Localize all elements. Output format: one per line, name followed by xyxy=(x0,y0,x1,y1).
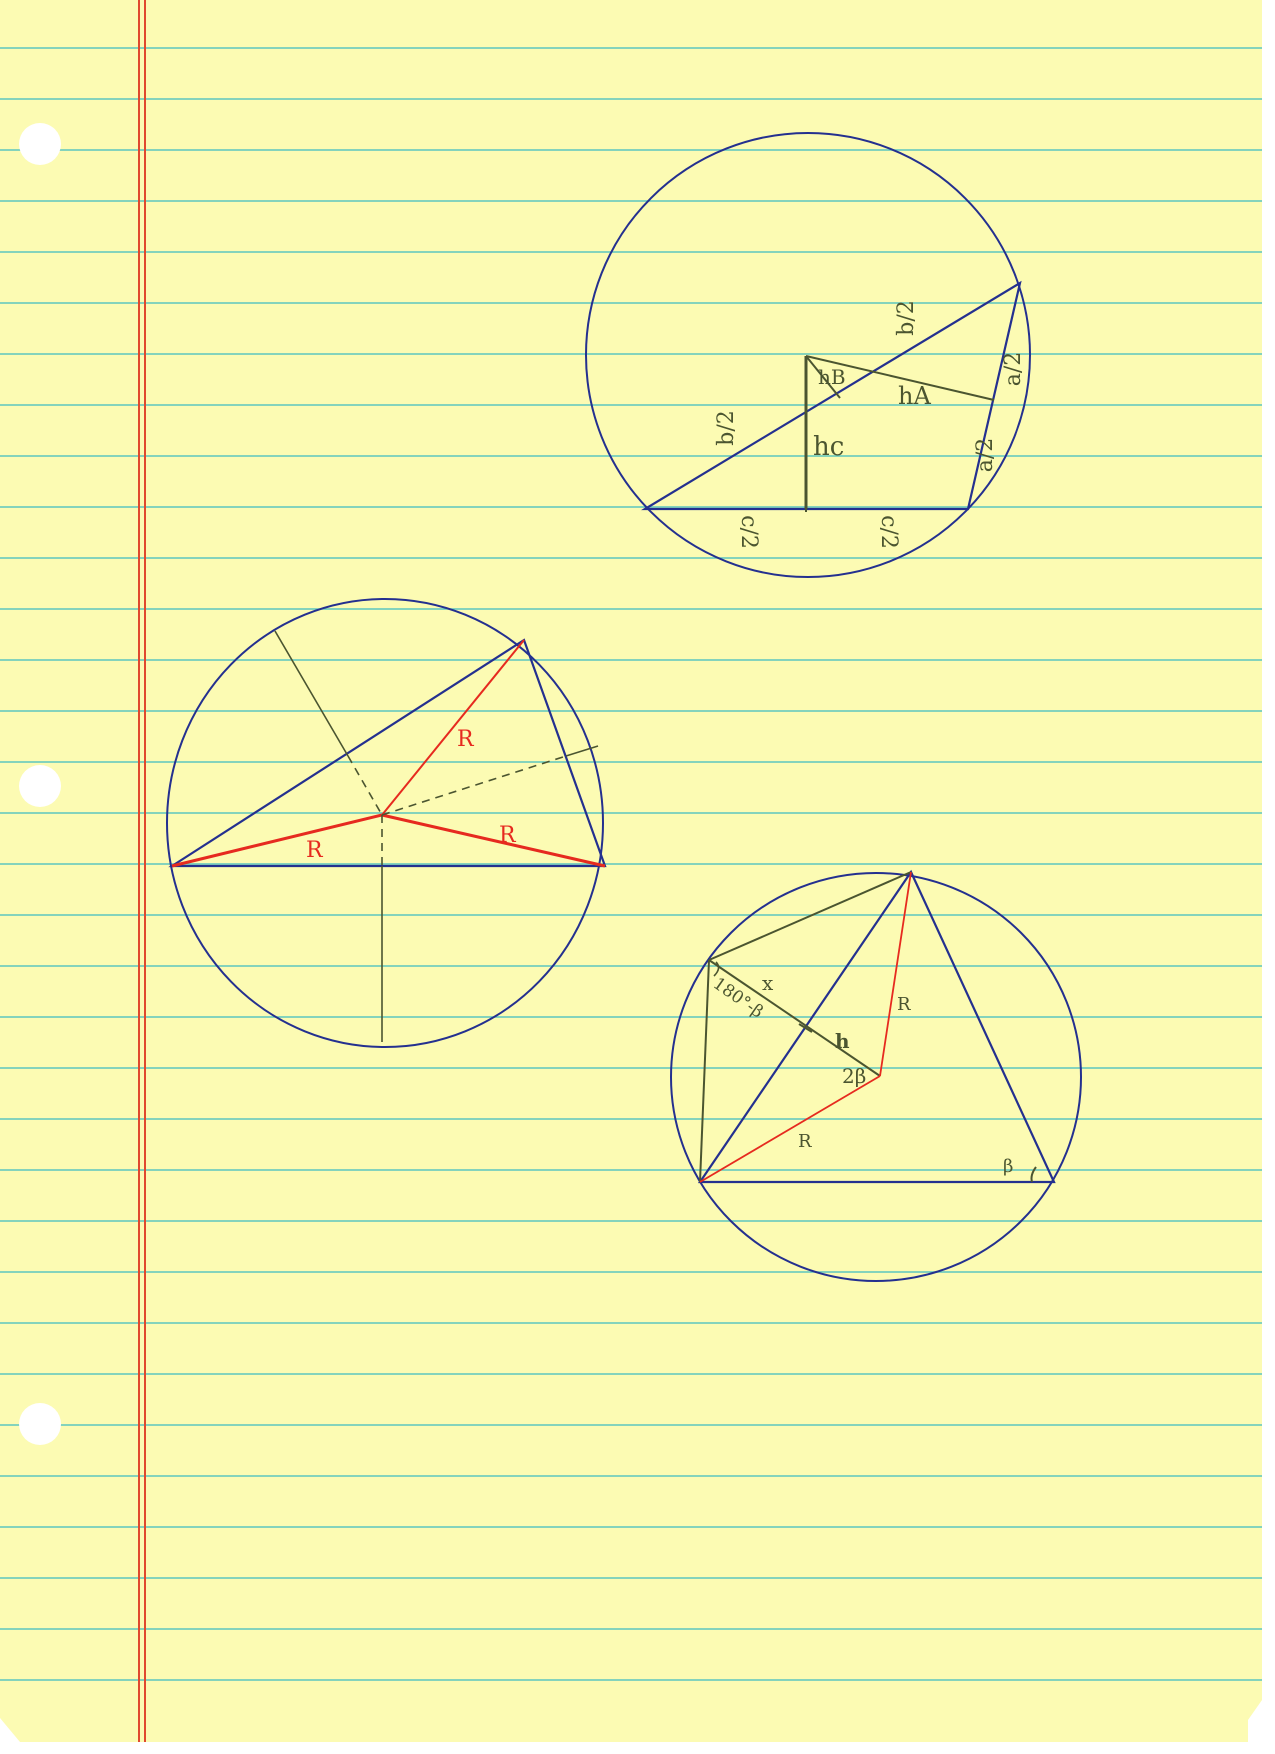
label-angle-beta: β xyxy=(1003,1156,1013,1177)
label-hB: hB xyxy=(818,365,846,389)
circumcircle-3 xyxy=(670,872,1082,1282)
circumcircle-1 xyxy=(585,132,1031,578)
chord-left xyxy=(699,959,710,1183)
radius-to-base xyxy=(699,1075,881,1183)
label-radius-upper: R xyxy=(457,727,475,752)
label-radius-right: R xyxy=(897,994,911,1015)
diagram-circumcircle-altitudes: b/2 b/2 a/2 a/2 c/2 c/2 hB hA hc xyxy=(585,132,1031,578)
binder-hole-middle xyxy=(19,765,61,807)
radius-upper xyxy=(381,639,525,816)
label-a-half-lower: a/2 xyxy=(973,438,998,473)
label-segment-h: h xyxy=(835,1029,850,1053)
ruled-lines xyxy=(0,47,1262,1681)
bisector-solid-right xyxy=(565,745,599,757)
label-hC: hc xyxy=(813,432,844,462)
bisector-dashed-right xyxy=(381,755,567,816)
binder-hole-bottom xyxy=(19,1403,61,1445)
radius-to-apex xyxy=(879,871,912,1077)
label-c-half-left: c/2 xyxy=(736,515,761,549)
circumcircle-2 xyxy=(166,598,604,1048)
label-hA: hA xyxy=(898,382,931,410)
label-radius-right: R xyxy=(499,823,517,848)
label-segment-x: x xyxy=(762,971,774,995)
label-a-half-upper: a/2 xyxy=(1001,352,1026,387)
altitude-ha xyxy=(805,355,995,401)
binder-hole-top xyxy=(19,123,61,165)
label-b-half-lower: b/2 xyxy=(714,410,739,446)
radius-right xyxy=(381,813,606,868)
chord-top xyxy=(708,871,912,961)
margin-lines xyxy=(138,0,146,1742)
label-central-angle: 2β xyxy=(842,1064,866,1088)
bisector-dashed-upper xyxy=(347,755,383,816)
diagram-circumradius: R R R xyxy=(166,598,607,1048)
altitude-hb xyxy=(805,355,841,399)
triangle-2 xyxy=(168,638,607,868)
label-b-half-upper: b/2 xyxy=(894,300,919,336)
tick-mark-h xyxy=(798,1023,813,1033)
label-radius-lower: R xyxy=(798,1131,812,1152)
segment-x-h xyxy=(708,959,881,1077)
label-c-half-right: c/2 xyxy=(876,515,901,549)
bisector-solid-upper xyxy=(274,630,349,757)
angle-arc-supplement xyxy=(713,961,720,977)
angle-arc-beta xyxy=(1030,1166,1037,1183)
label-radius-left: R xyxy=(306,838,324,863)
radius-left xyxy=(171,813,383,868)
